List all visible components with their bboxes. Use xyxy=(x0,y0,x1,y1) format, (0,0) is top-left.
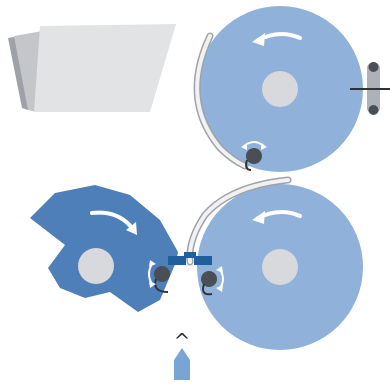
lower-drum-arrowhead xyxy=(252,211,265,224)
caption-mark: ^ xyxy=(174,329,191,353)
transfer-clamp-left-block xyxy=(168,256,186,265)
right-gripper-finger xyxy=(202,283,213,296)
transfer-clamp-center xyxy=(184,252,196,258)
paper-stack xyxy=(8,24,176,112)
upper-gripper-arrowhead-left xyxy=(241,143,247,150)
left-gripper xyxy=(148,260,170,293)
upper-gripper xyxy=(241,141,267,171)
upper-side-clamp xyxy=(350,62,390,115)
lower-drum-hub xyxy=(262,249,298,285)
right-gripper-arrowhead-top xyxy=(216,266,223,273)
side-clamp-roller-bottom xyxy=(368,105,379,115)
transfer-clamp xyxy=(168,252,212,265)
left-gripper-finger xyxy=(154,278,169,293)
upper-drum-hub xyxy=(262,71,298,107)
left-segment-drum xyxy=(30,185,178,312)
right-gripper xyxy=(201,266,224,296)
side-clamp-roller-top xyxy=(368,62,379,72)
right-gripper-roller xyxy=(201,271,217,287)
left-drum-arrowhead xyxy=(126,222,137,235)
upper-drum-arrowhead xyxy=(252,33,265,46)
left-gripper-arrowhead-bottom xyxy=(149,281,156,288)
transfer-clamp-right-block xyxy=(194,256,212,265)
paper-sheet-front xyxy=(34,24,176,112)
upper-gripper-roller xyxy=(246,148,262,164)
left-drum-rotation-arrow xyxy=(90,210,134,230)
left-gripper-roller xyxy=(154,266,170,282)
left-gripper-arrowhead-top xyxy=(149,260,156,267)
upper-paper-guide-inner xyxy=(195,34,247,168)
lower-paper-guide-inner xyxy=(187,178,290,264)
left-drum-body xyxy=(30,185,178,312)
lower-drum xyxy=(197,184,363,350)
upper-gripper-finger xyxy=(245,159,252,171)
left-drum-hub xyxy=(78,248,114,284)
right-gripper-arrowhead-bottom xyxy=(216,285,223,292)
upper-gripper-arrowhead-right xyxy=(261,143,267,150)
bottom-marker: ^ xyxy=(174,329,191,380)
upper-drum xyxy=(197,6,363,172)
pointer-marker-icon xyxy=(174,348,190,380)
